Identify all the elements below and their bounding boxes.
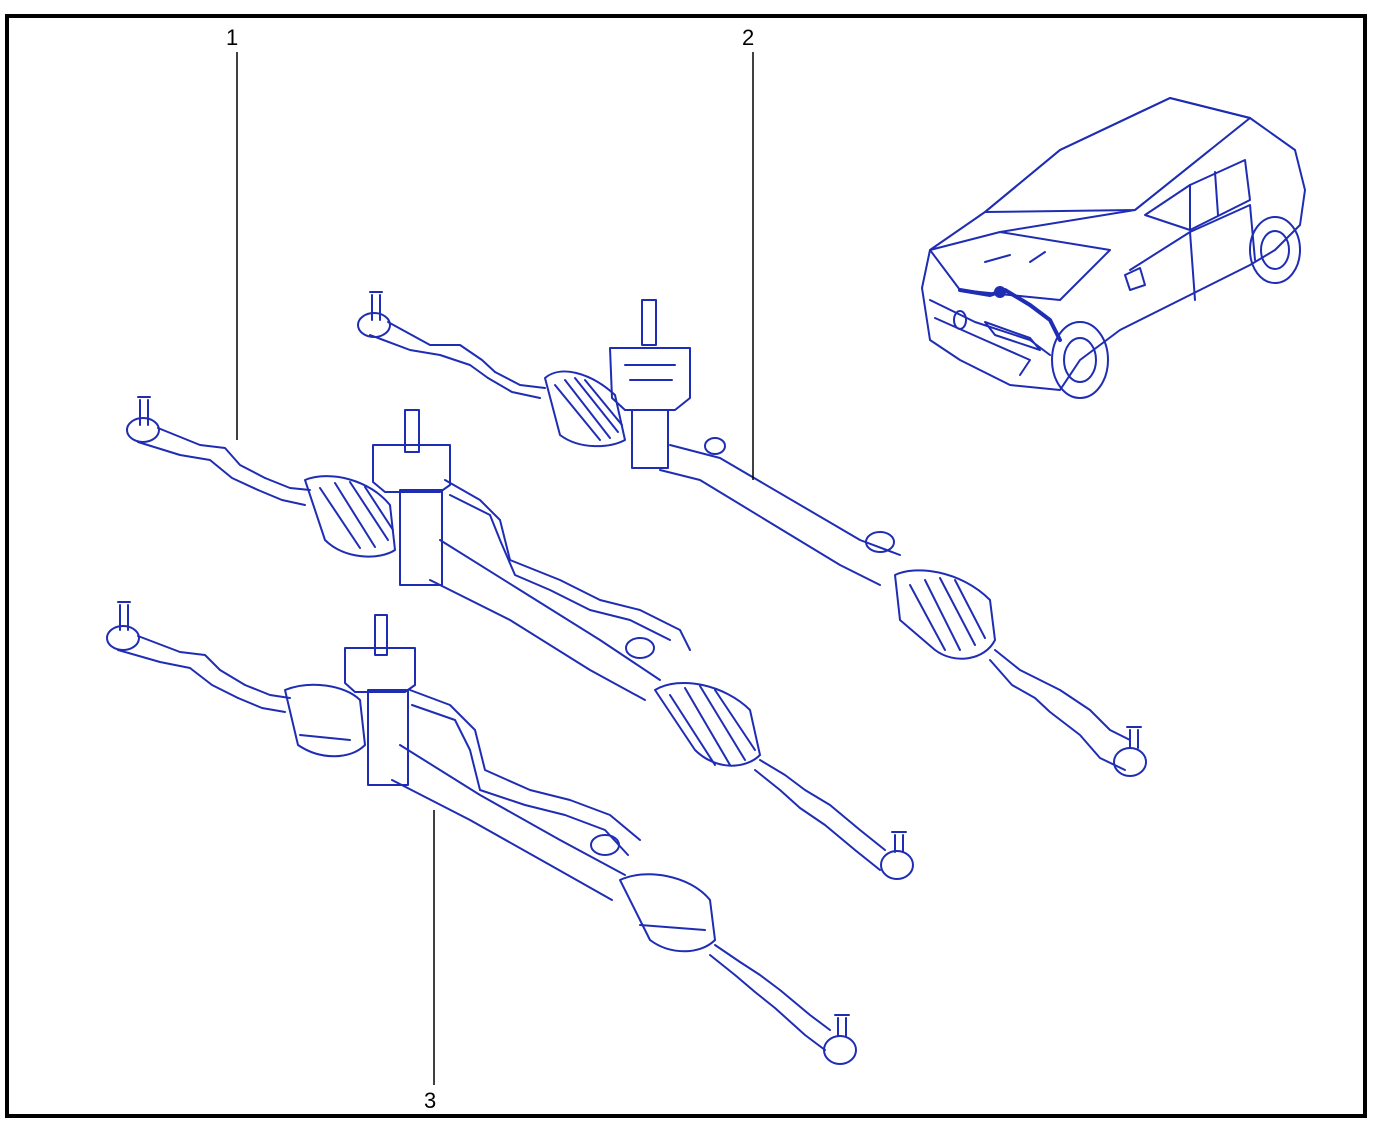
steering-rack-2 — [357, 291, 1147, 777]
callout-2: 2 — [742, 25, 754, 480]
callout-3: 3 — [424, 810, 436, 1113]
callout-1: 1 — [226, 25, 238, 440]
diagram-border — [5, 14, 1367, 1118]
callout-label-1: 1 — [226, 25, 238, 50]
steering-rack-1 — [126, 396, 914, 880]
car-illustration — [921, 97, 1306, 399]
steering-rack-3 — [106, 601, 857, 1065]
callout-label-2: 2 — [742, 25, 754, 50]
callout-label-3: 3 — [424, 1088, 436, 1113]
